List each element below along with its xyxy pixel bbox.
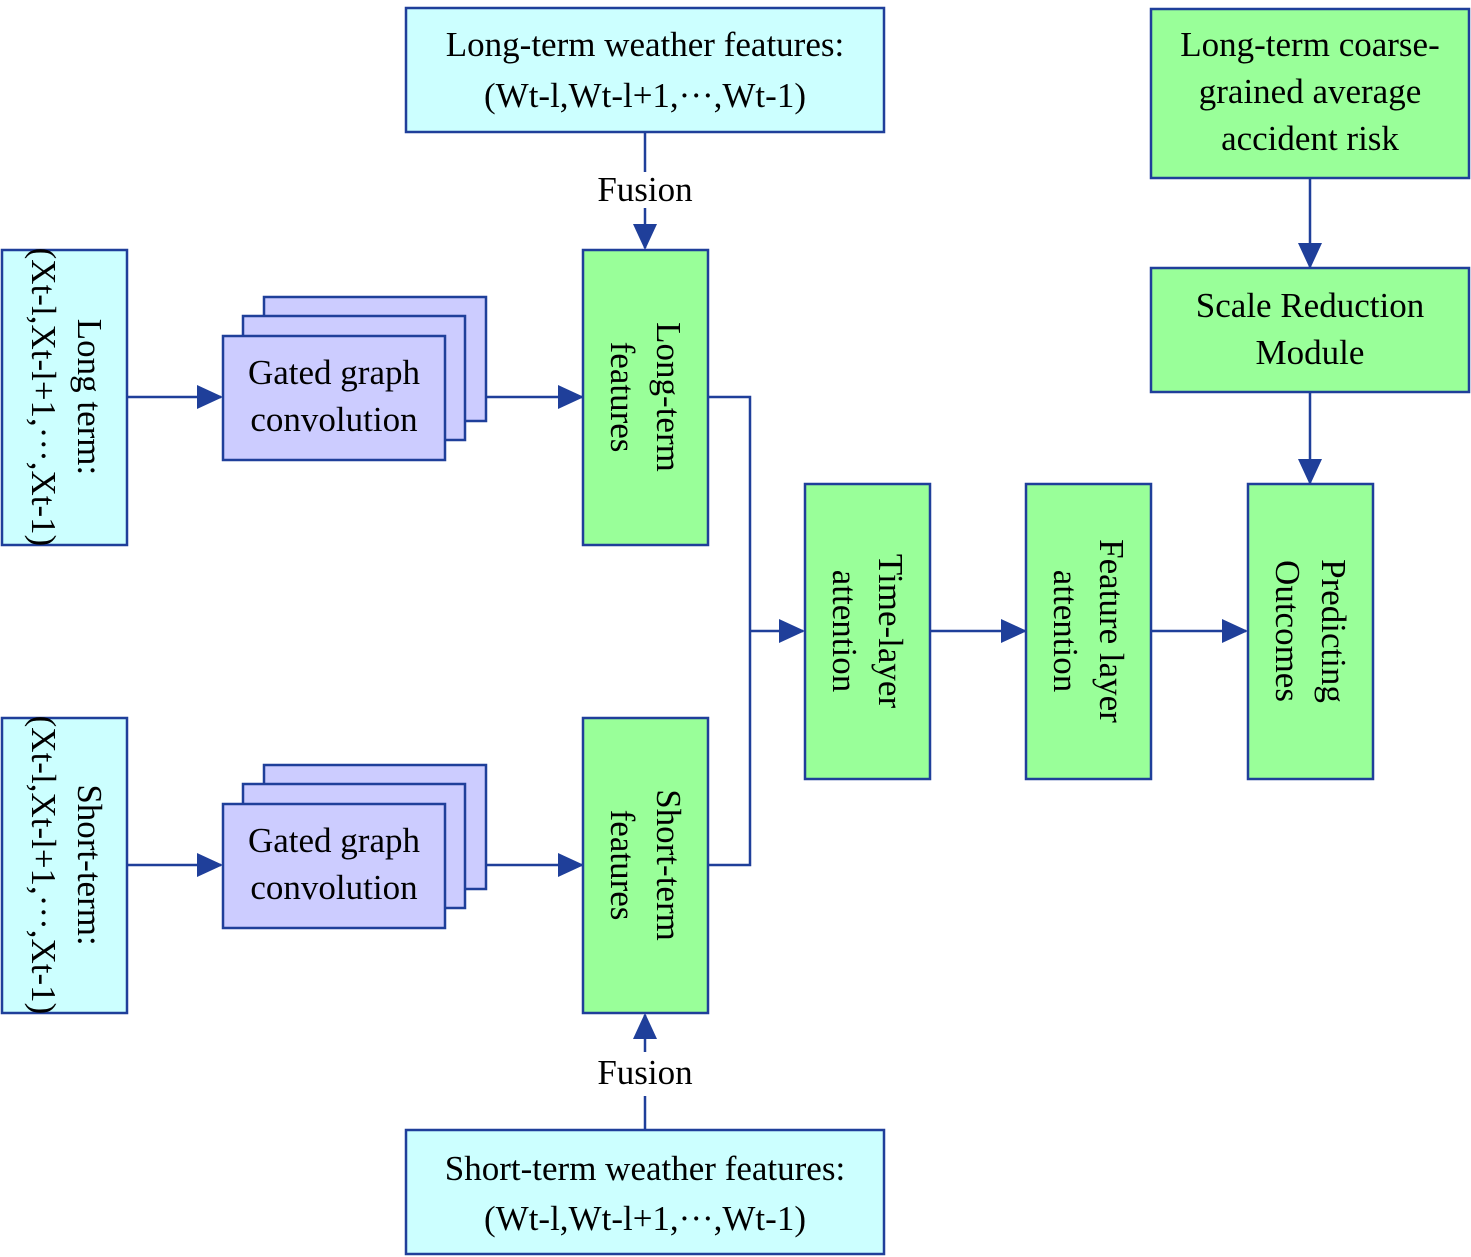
- node-predicting-outcomes: Predicting Outcomes: [1246, 482, 1375, 781]
- ggc-short-line-2: convolution: [250, 868, 417, 907]
- long-weather-formula: (Wt-l,Wt-l+1,···,Wt-1): [484, 76, 806, 115]
- node-long-weather-features: Long-term weather features: (Wt-l,Wt-l+1…: [404, 6, 886, 134]
- ggc-long-line-1: Gated graph: [248, 353, 421, 392]
- predicting-outcomes-line-1: Predicting: [1314, 559, 1353, 703]
- node-ggc-long: Gated graph convolution: [221, 295, 488, 462]
- fusion-label-top: Fusion: [597, 170, 692, 209]
- node-long-term-features: Long-term features: [581, 248, 710, 547]
- short-term-features-line-1: Short-term: [649, 789, 688, 941]
- connectors: [127, 132, 1322, 1130]
- node-scale-reduction-module: Scale Reduction Module: [1149, 266, 1471, 394]
- node-long-term-input: Long term: (Xt-l,Xt-l+1,···,Xt-1): [0, 248, 129, 547]
- feature-attention-line-1: Feature layer: [1092, 539, 1131, 723]
- node-feature-layer-attention: Feature layer attention: [1024, 482, 1153, 781]
- time-attention-line-1: Time-layer: [871, 554, 910, 709]
- coarse-risk-line-2: grained average: [1199, 72, 1422, 111]
- short-term-input-formula: (Xt-l,Xt-l+1,···,Xt-1): [24, 716, 63, 1015]
- node-ggc-short: Gated graph convolution: [221, 763, 488, 930]
- long-term-features-line-1: Long-term: [649, 322, 688, 472]
- coarse-risk-line-3: accident risk: [1221, 119, 1399, 158]
- scale-reduction-line-1: Scale Reduction: [1196, 286, 1424, 325]
- time-attention-line-2: attention: [825, 570, 864, 692]
- node-time-layer-attention: Time-layer attention: [803, 482, 932, 781]
- long-weather-title: Long-term weather features:: [446, 25, 844, 64]
- node-short-weather-features: Short-term weather features: (Wt-l,Wt-l+…: [404, 1128, 886, 1256]
- feature-attention-line-2: attention: [1046, 570, 1085, 692]
- predicting-outcomes-line-2: Outcomes: [1268, 560, 1307, 702]
- coarse-risk-line-1: Long-term coarse-: [1180, 25, 1439, 64]
- ggc-long-line-2: convolution: [250, 400, 417, 439]
- short-term-input-label: Short-term:: [70, 784, 109, 945]
- short-weather-formula: (Wt-l,Wt-l+1,···,Wt-1): [484, 1199, 806, 1238]
- scale-reduction-line-2: Module: [1256, 333, 1365, 372]
- node-short-term-input: Short-term: (Xt-l,Xt-l+1,···,Xt-1): [0, 716, 129, 1015]
- connector-features-merge: [708, 395, 752, 867]
- long-term-input-label: Long term:: [70, 319, 109, 476]
- long-term-input-formula: (Xt-l,Xt-l+1,···,Xt-1): [24, 248, 63, 547]
- node-short-term-features: Short-term features: [581, 716, 710, 1015]
- ggc-short-line-1: Gated graph: [248, 821, 421, 860]
- node-long-term-coarse-risk: Long-term coarse- grained average accide…: [1149, 7, 1471, 180]
- long-term-features-line-2: features: [603, 342, 642, 453]
- fusion-label-bottom: Fusion: [597, 1053, 692, 1092]
- short-weather-title: Short-term weather features:: [445, 1149, 845, 1188]
- short-term-features-line-2: features: [603, 810, 642, 921]
